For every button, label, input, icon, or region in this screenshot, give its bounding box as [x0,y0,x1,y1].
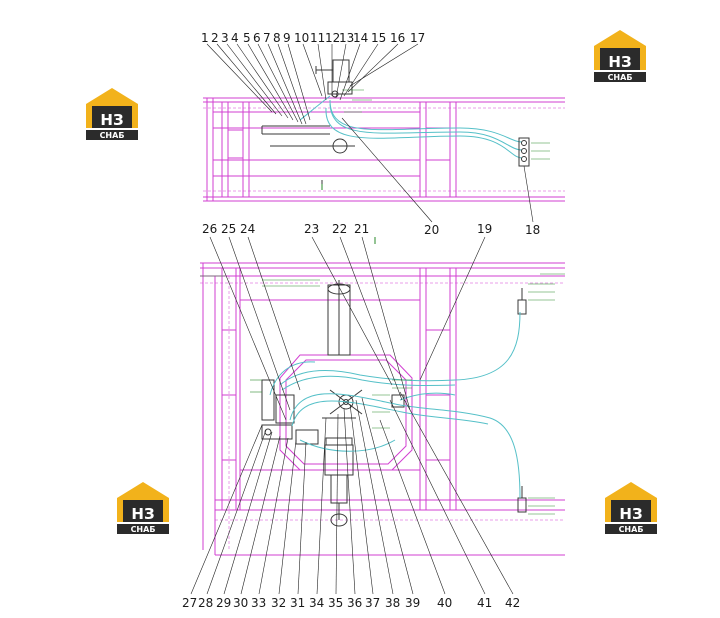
callout-16: 16 [390,31,405,45]
callout-11: 11 [310,31,325,45]
callout-1: 1 [201,31,209,45]
callout-26: 26 [202,222,217,236]
callout-20: 20 [424,223,439,237]
logo-brand-text: СНАБ [608,73,633,82]
logo-brand-text: СНАБ [131,525,156,534]
logo-mark-text: НЗ [619,505,642,523]
callout-40: 40 [437,596,452,610]
callout-10: 10 [294,31,309,45]
logo-mark-text: НЗ [100,111,123,129]
callout-2: 2 [211,31,219,45]
callout-19: 19 [477,222,492,236]
callout-17: 17 [410,31,425,45]
callout-12: 12 [325,31,340,45]
callout-6: 6 [253,31,261,45]
callout-39: 39 [405,596,420,610]
callout-36: 36 [347,596,362,610]
callout-31: 31 [290,596,305,610]
callout-34: 34 [309,596,324,610]
callout-14: 14 [353,31,368,45]
callout-7: 7 [263,31,271,45]
leader-lines [190,43,534,595]
callout-30: 30 [233,596,248,610]
logo-watermark-top-left [86,88,138,140]
callout-24: 24 [240,222,255,236]
callout-29: 29 [216,596,231,610]
callout-8: 8 [273,31,281,45]
logo-brand-text: СНАБ [619,525,644,534]
callout-42: 42 [505,596,520,610]
callout-5: 5 [243,31,251,45]
callout-numbers: 1 2 3 4 5 6 7 8 9 10 11 12 13 14 15 16 1… [182,31,540,610]
callout-27: 27 [182,596,197,610]
top-view [203,59,565,202]
callout-3: 3 [221,31,229,45]
callout-15: 15 [371,31,386,45]
callout-32: 32 [271,596,286,610]
callout-35: 35 [328,596,343,610]
logo-mark-text: НЗ [131,505,154,523]
logo-brand-text: СНАБ [100,131,125,140]
callout-21: 21 [354,222,369,236]
logo-watermark-top-right [594,30,646,82]
callout-22: 22 [332,222,347,236]
logo-watermark-bottom-left [117,482,169,534]
callout-28: 28 [198,596,213,610]
main-view [200,184,565,556]
callout-23: 23 [304,222,319,236]
callout-33: 33 [251,596,266,610]
callout-13: 13 [339,31,354,45]
callout-38: 38 [385,596,400,610]
logo-mark-text: НЗ [608,53,631,71]
logo-watermark-bottom-right [605,482,657,534]
callout-18: 18 [525,223,540,237]
callout-4: 4 [231,31,239,45]
callout-9: 9 [283,31,291,45]
callout-37: 37 [365,596,380,610]
callout-25: 25 [221,222,236,236]
callout-41: 41 [477,596,492,610]
